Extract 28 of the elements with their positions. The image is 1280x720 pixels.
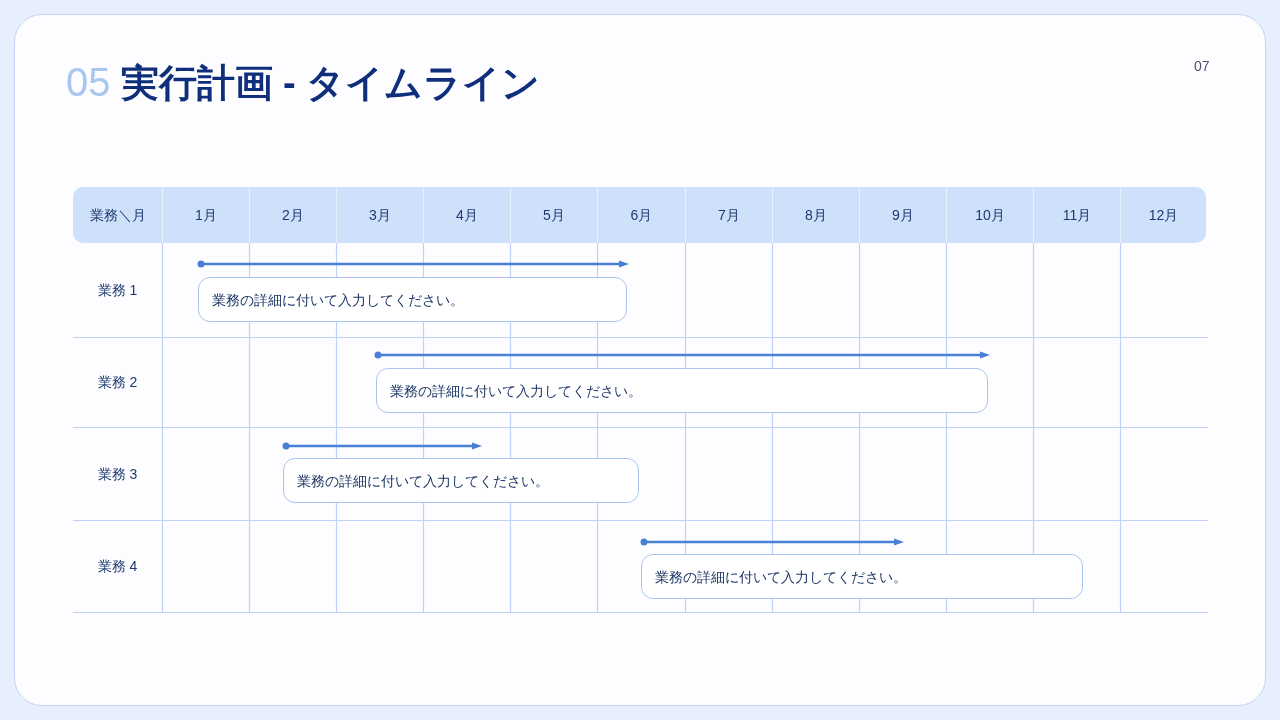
month-label: 5月 [543, 206, 565, 224]
task-detail-box [198, 277, 627, 322]
month-label: 3月 [369, 206, 391, 224]
month-label: 9月 [892, 206, 914, 224]
task-detail-box [641, 554, 1083, 599]
month-label: 6月 [630, 206, 653, 224]
task-detail-text: 業務の詳細に付いて入力してください。 [212, 290, 465, 309]
month-label: 2月 [282, 206, 304, 224]
task-detail-box [376, 368, 988, 413]
header-label: 業務＼月 [89, 206, 146, 224]
task-detail-box [283, 458, 639, 503]
task-label: 業務 1 [97, 281, 138, 299]
page-number: 07 [1194, 57, 1210, 76]
month-label: 11月 [1062, 206, 1092, 224]
section-number: 05 [66, 59, 111, 106]
month-label: 4月 [456, 206, 478, 224]
month-label: 8月 [805, 206, 827, 224]
task-detail-text: 業務の詳細に付いて入力してください。 [655, 567, 908, 586]
task-label: 業務 4 [97, 557, 138, 575]
month-label: 12月 [1148, 206, 1179, 224]
month-label: 1月 [195, 206, 217, 224]
month-label: 7月 [718, 206, 740, 224]
task-detail-text: 業務の詳細に付いて入力してください。 [390, 381, 643, 400]
task-detail-text: 業務の詳細に付いて入力してください。 [297, 471, 550, 490]
task-label: 業務 2 [97, 373, 138, 391]
month-label: 10月 [975, 206, 1005, 224]
slide-title: 実行計画 - タイムライン [120, 61, 541, 106]
task-label: 業務 3 [97, 464, 138, 483]
